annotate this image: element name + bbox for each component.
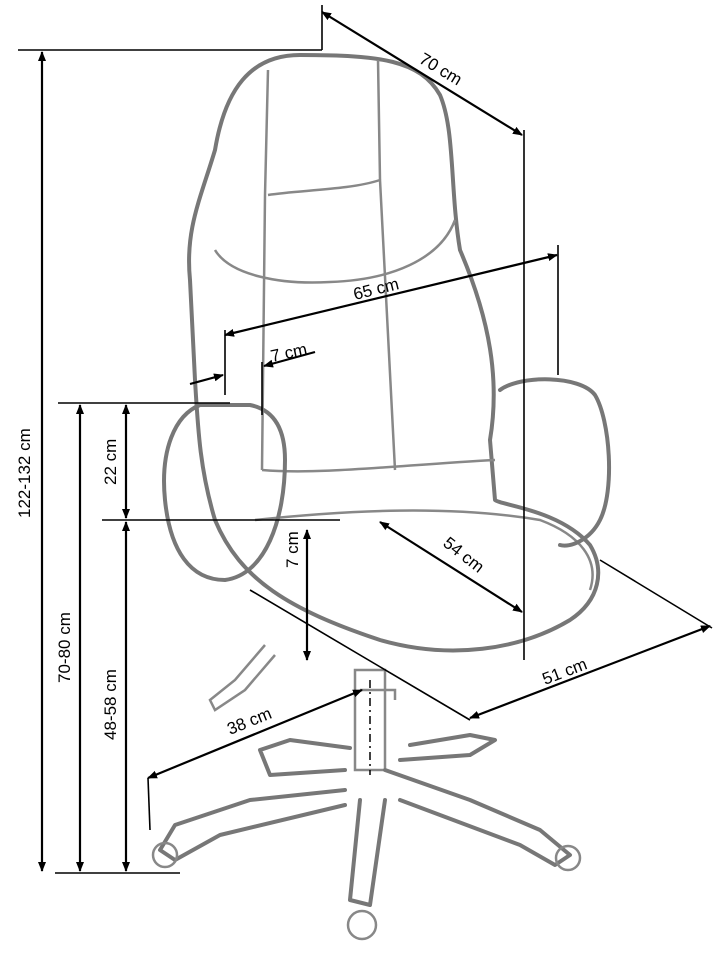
right-armrest — [498, 377, 612, 548]
caster-wheel — [346, 909, 378, 941]
backrest-center-panel — [260, 59, 397, 471]
armrest-width-arrow-left — [189, 373, 224, 386]
chair-backrest — [187, 53, 601, 653]
label-armrest-floor-height: 70-80 cm — [55, 612, 74, 683]
dimension-arrows — [38, 11, 711, 872]
gas-lift — [353, 668, 397, 772]
label-total-depth: 70 cm — [416, 49, 465, 89]
caster-wheel — [151, 841, 179, 869]
seat-depth-arrow — [379, 521, 523, 613]
chair-base — [158, 733, 572, 907]
depth-arrow — [321, 11, 523, 136]
left-armrest — [162, 403, 287, 582]
label-armrest-width: 7 cm — [269, 340, 309, 366]
width-arrow — [224, 253, 558, 337]
armrest-width-arrow-right — [263, 350, 316, 368]
base-radius-arrow — [147, 688, 363, 780]
seat-width-arrow — [469, 624, 711, 720]
backrest-headrest — [213, 219, 457, 284]
seat-front — [254, 458, 594, 591]
label-seat-thickness: 7 cm — [283, 531, 302, 568]
caster-wheel — [554, 844, 582, 872]
label-base-radius: 38 cm — [224, 704, 274, 739]
tilt-lever — [208, 644, 276, 712]
dimension-labels: 70 cm 65 cm 7 cm 22 cm 122-132 cm 70-80 … — [15, 49, 590, 740]
label-seat-width: 51 cm — [540, 654, 590, 688]
chair-illustration — [151, 53, 612, 941]
label-seat-height: 48-58 cm — [101, 669, 120, 740]
label-seat-depth: 54 cm — [440, 533, 488, 576]
label-armrest-height: 22 cm — [101, 439, 120, 485]
label-total-height: 122-132 cm — [15, 428, 34, 518]
